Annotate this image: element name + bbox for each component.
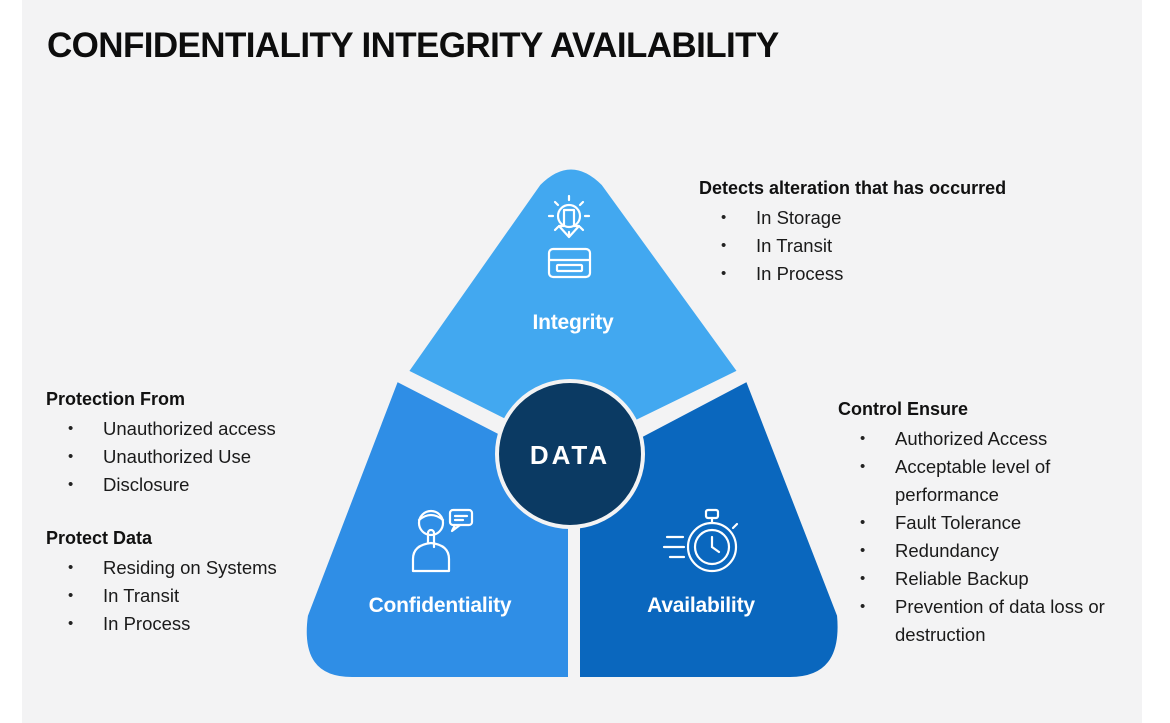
integrity-notes-list: In Storage In Transit In Process xyxy=(699,204,1006,288)
list-item: In Process xyxy=(46,610,277,638)
control-notes: Control Ensure Authorized Access Accepta… xyxy=(838,397,1138,649)
right-margin xyxy=(1142,0,1170,723)
availability-label: Availability xyxy=(647,594,755,617)
list-item: Redundancy xyxy=(838,537,1138,565)
gear-download-drive-icon xyxy=(547,194,592,279)
protection-notes-list: Unauthorized access Unauthorized Use Dis… xyxy=(46,415,276,499)
integrity-segment xyxy=(402,163,744,458)
list-item: Residing on Systems xyxy=(46,554,277,582)
list-item: Prevention of data loss or destruction xyxy=(838,593,1138,649)
center-circle xyxy=(495,379,645,529)
stopwatch-icon xyxy=(662,508,739,573)
protection-notes-heading: Protection From xyxy=(46,389,186,409)
list-item: In Transit xyxy=(46,582,277,610)
list-item: Unauthorized Use xyxy=(46,443,276,471)
protect-data-notes: Protect Data Residing on Systems In Tran… xyxy=(46,526,277,638)
list-item: In Transit xyxy=(699,232,1006,260)
list-item: Unauthorized access xyxy=(46,415,276,443)
control-notes-list: Authorized Access Acceptable level of pe… xyxy=(838,425,1138,649)
control-notes-heading: Control Ensure xyxy=(838,399,969,419)
list-item: In Process xyxy=(699,260,1006,288)
list-item: Disclosure xyxy=(46,471,276,499)
list-item: Acceptable level of performance xyxy=(838,453,1138,509)
left-margin xyxy=(0,0,22,723)
page-title: CONFIDENTIALITY INTEGRITY AVAILABILITY xyxy=(47,26,779,65)
protection-notes: Protection From Unauthorized access Unau… xyxy=(46,387,276,499)
integrity-notes: Detects alteration that has occurred In … xyxy=(699,176,1006,288)
integrity-notes-heading: Detects alteration that has occurred xyxy=(699,178,1007,198)
list-item: Authorized Access xyxy=(838,425,1138,453)
person-secret-speech-icon xyxy=(411,508,474,573)
confidentiality-label: Confidentiality xyxy=(369,594,512,617)
protect-data-notes-list: Residing on Systems In Transit In Proces… xyxy=(46,554,277,638)
center-label: DATA xyxy=(530,440,610,470)
list-item: In Storage xyxy=(699,204,1006,232)
list-item: Reliable Backup xyxy=(838,565,1138,593)
protect-data-notes-heading: Protect Data xyxy=(46,528,153,548)
integrity-label: Integrity xyxy=(532,311,614,334)
list-item: Fault Tolerance xyxy=(838,509,1138,537)
